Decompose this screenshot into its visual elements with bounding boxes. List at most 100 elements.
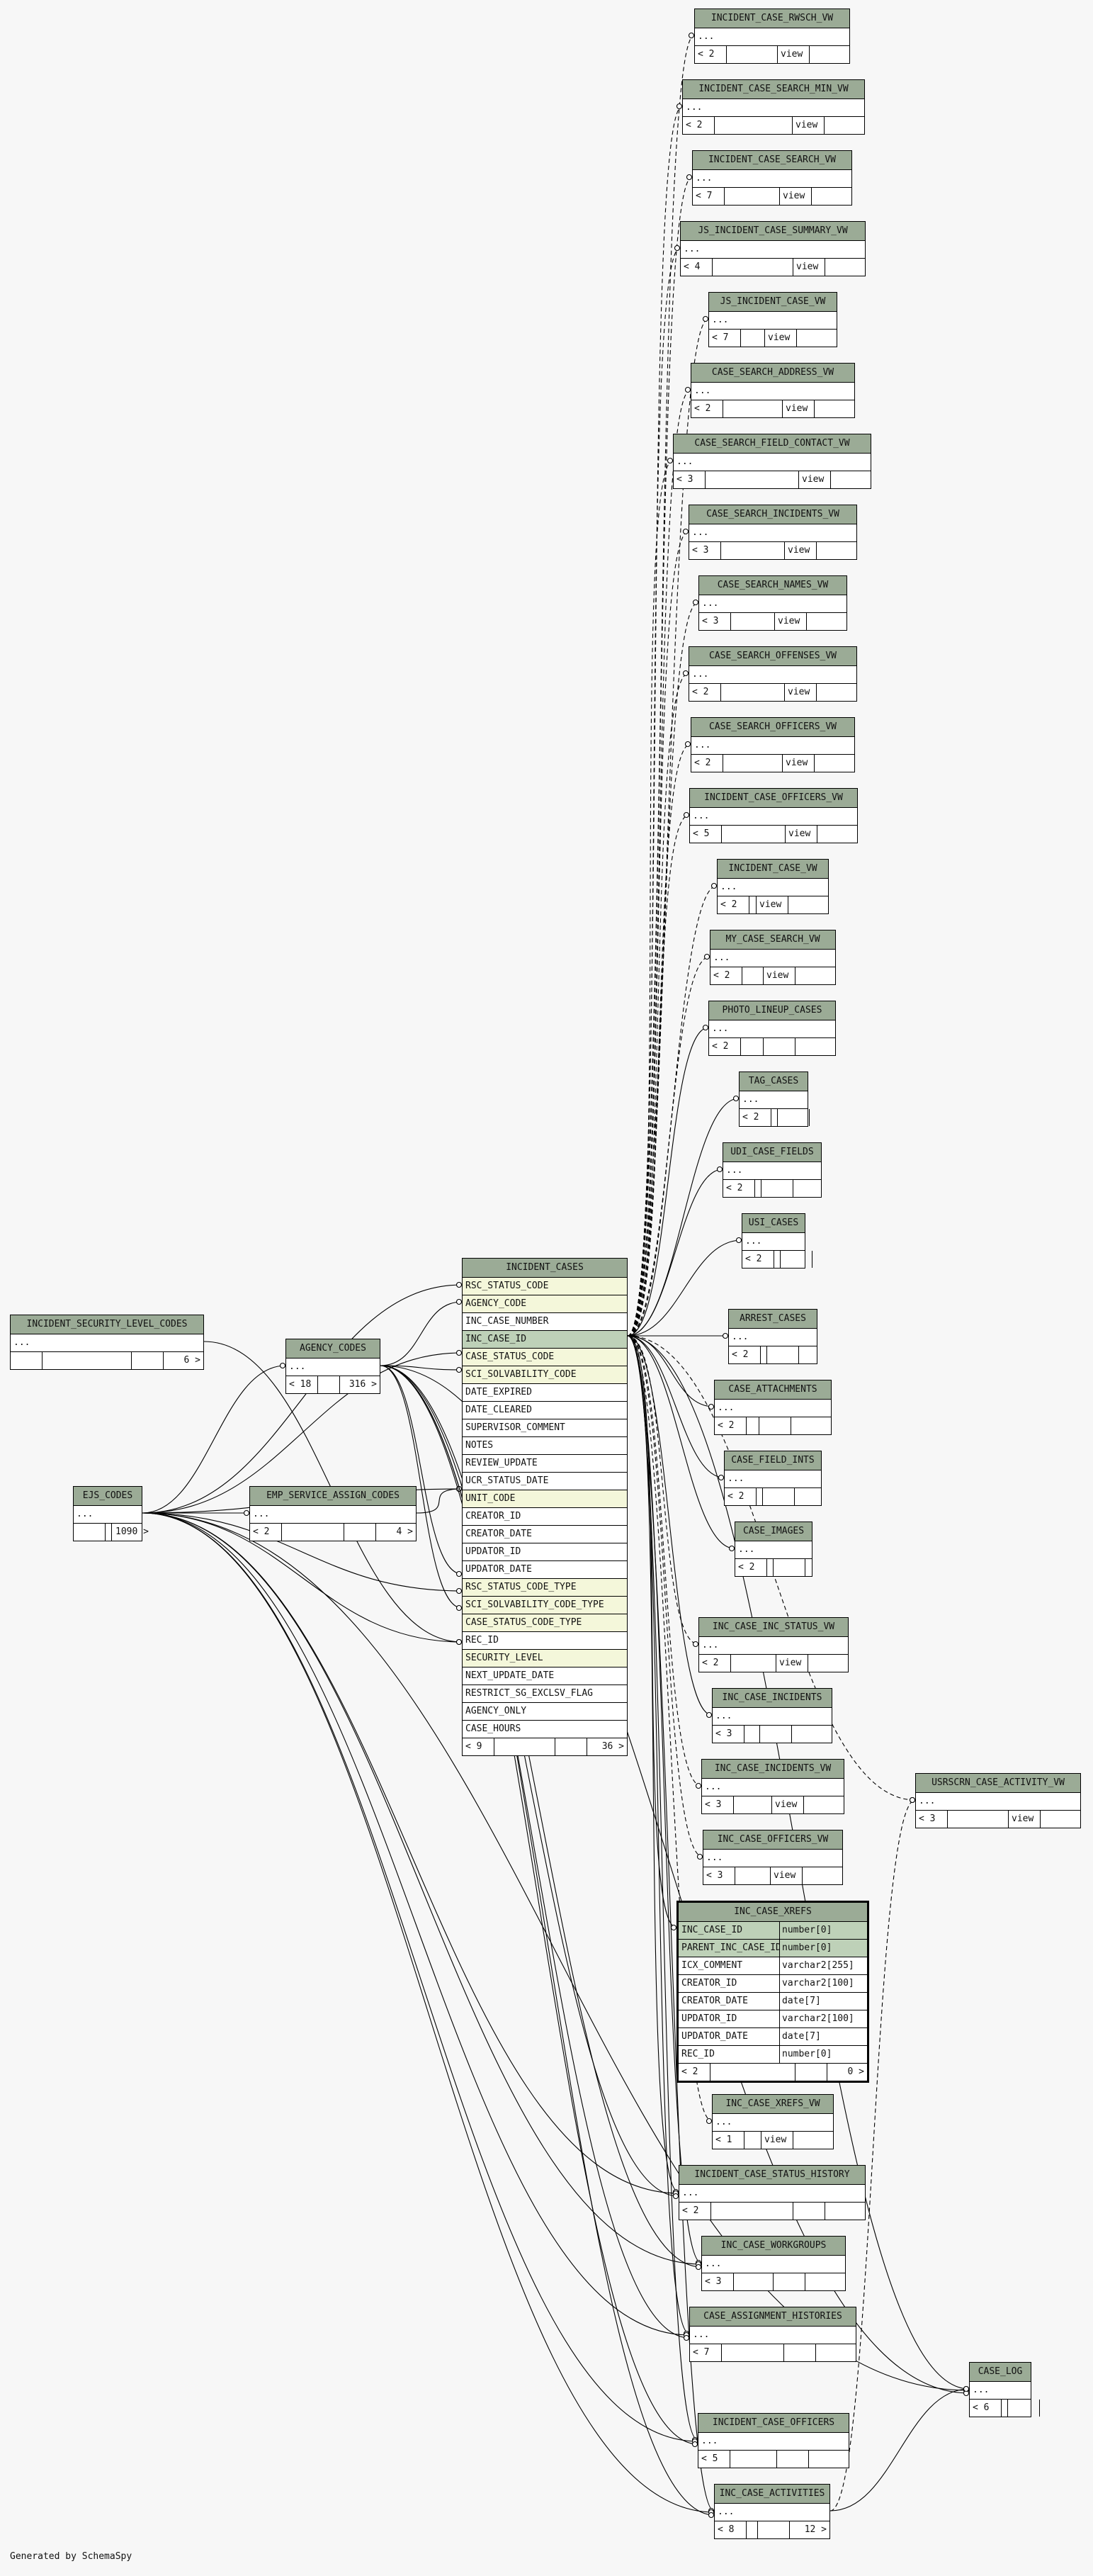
crowfoot-marker xyxy=(683,811,690,819)
table-title[interactable]: JS_INCIDENT_CASE_VW xyxy=(709,293,837,312)
table-title[interactable]: PHOTO_LINEUP_CASES xyxy=(709,1001,835,1020)
table-title[interactable]: INC_CASE_ACTIVITIES xyxy=(715,2485,829,2504)
table-title[interactable]: INC_CASE_OFFICERS_VW xyxy=(703,1830,842,1850)
footer-cell: < 5 xyxy=(698,2451,730,2468)
table-title[interactable]: INC_CASE_INCIDENTS xyxy=(713,1689,832,1708)
table-incident-case-officers[interactable]: INCIDENT_CASE_OFFICERS...< 5 xyxy=(698,2413,849,2468)
table-title[interactable]: INCIDENT_CASE_OFFICERS xyxy=(698,2414,849,2433)
table-photo-lineup-cases[interactable]: PHOTO_LINEUP_CASES...< 2 xyxy=(708,1001,836,1056)
table-title[interactable]: INC_CASE_INC_STATUS_VW xyxy=(699,1618,848,1637)
footer-cell xyxy=(817,684,856,701)
table-title[interactable]: MY_CASE_SEARCH_VW xyxy=(710,930,835,950)
table-title[interactable]: CASE_SEARCH_INCIDENTS_VW xyxy=(689,505,856,524)
view-dependency-line xyxy=(627,743,691,1337)
foreign-key-line xyxy=(142,1512,715,2513)
table-title[interactable]: TAG_CASES xyxy=(740,1072,808,1091)
table-title[interactable]: INCIDENT_CASES xyxy=(463,1259,627,1278)
table-title[interactable]: EJS_CODES xyxy=(74,1487,142,1506)
table-title[interactable]: UDI_CASE_FIELDS xyxy=(723,1143,821,1162)
footer-cell: < 2 xyxy=(740,1109,771,1126)
footer-cell xyxy=(767,1559,774,1576)
footer-cell xyxy=(747,1417,759,1434)
table-title[interactable]: USI_CASES xyxy=(742,1214,805,1233)
table-case-log[interactable]: CASE_LOG...< 6 xyxy=(969,2362,1040,2417)
table-title[interactable]: CASE_FIELD_INTS xyxy=(725,1451,821,1470)
table-incident-security-level-codes[interactable]: INCIDENT_SECURITY_LEVEL_CODES...6 > xyxy=(10,1315,204,1370)
table-title[interactable]: INCIDENT_CASE_SEARCH_VW xyxy=(693,151,851,170)
table-title[interactable]: CASE_SEARCH_FIELD_CONTACT_VW xyxy=(674,434,871,454)
table-title[interactable]: INCIDENT_CASE_SEARCH_MIN_VW xyxy=(683,80,864,99)
table-title[interactable]: INCIDENT_CASE_OFFICERS_VW xyxy=(690,789,857,808)
table-title[interactable]: AGENCY_CODES xyxy=(286,1339,380,1359)
table-title[interactable]: INCIDENT_SECURITY_LEVEL_CODES xyxy=(11,1315,203,1334)
footer-cell xyxy=(106,1524,112,1541)
table-inc-case-incidents[interactable]: INC_CASE_INCIDENTS...< 3 xyxy=(712,1688,832,1743)
table-title[interactable]: CASE_SEARCH_OFFICERS_VW xyxy=(691,718,854,737)
table-title[interactable]: CASE_SEARCH_ADDRESS_VW xyxy=(691,364,854,383)
table-title[interactable]: CASE_LOG xyxy=(970,2363,1031,2382)
table-title[interactable]: INC_CASE_XREFS xyxy=(679,1903,867,1922)
table-arrest-cases[interactable]: ARREST_CASES...< 2 xyxy=(728,1309,817,1364)
table-title[interactable]: CASE_SEARCH_NAMES_VW xyxy=(699,576,846,595)
footer-cell: view xyxy=(772,1796,804,1813)
table-title[interactable]: INC_CASE_WORKGROUPS xyxy=(702,2237,845,2256)
table-title[interactable]: INC_CASE_INCIDENTS_VW xyxy=(702,1760,844,1779)
column-row: CASE_STATUS_CODE xyxy=(463,1349,627,1366)
view-dependency-line xyxy=(627,1335,699,1645)
table-title[interactable]: CASE_SEARCH_OFFENSES_VW xyxy=(689,647,856,666)
table-udi-case-fields[interactable]: UDI_CASE_FIELDS...< 2 xyxy=(723,1142,822,1198)
table-inc-case-workgroups[interactable]: INC_CASE_WORKGROUPS...< 3 xyxy=(701,2236,846,2291)
table-title[interactable]: INCIDENT_CASE_VW xyxy=(718,860,828,879)
table-title[interactable]: CASE_ASSIGNMENT_HISTORIES xyxy=(690,2307,856,2327)
table-title[interactable]: EMP_SERVICE_ASSIGN_CODES xyxy=(250,1487,416,1506)
table-case-attachments[interactable]: CASE_ATTACHMENTS...< 2 xyxy=(714,1380,832,1435)
foreign-key-line xyxy=(627,1335,735,1549)
table-case-assignment-histories[interactable]: CASE_ASSIGNMENT_HISTORIES...< 7 xyxy=(689,2307,856,2362)
table-title[interactable]: ARREST_CASES xyxy=(729,1310,817,1329)
table-title[interactable]: INCIDENT_CASE_STATUS_HISTORY xyxy=(679,2166,865,2185)
footer-cell xyxy=(555,1738,587,1755)
table-case-images[interactable]: CASE_IMAGES...< 2 xyxy=(735,1522,812,1577)
footer-cell: view xyxy=(771,1867,803,1884)
table-title[interactable]: CASE_ATTACHMENTS xyxy=(715,1380,831,1400)
footer-cell xyxy=(793,2132,833,2149)
table-case-field-ints[interactable]: CASE_FIELD_INTS...< 2 xyxy=(724,1451,822,1506)
table-title[interactable]: USRSCRN_CASE_ACTIVITY_VW xyxy=(916,1774,1080,1793)
elided-columns: ... xyxy=(723,1162,821,1180)
table-ejs-codes[interactable]: EJS_CODES...1090 > xyxy=(73,1486,149,1541)
table-incident-case-status-history[interactable]: INCIDENT_CASE_STATUS_HISTORY...< 2 xyxy=(679,2165,866,2220)
table-usi-cases[interactable]: USI_CASES...< 2 xyxy=(742,1213,812,1269)
table-title[interactable]: CASE_IMAGES xyxy=(735,1522,812,1541)
table-title[interactable]: JS_INCIDENT_CASE_SUMMARY_VW xyxy=(681,222,865,241)
table-tag-cases[interactable]: TAG_CASES...< 2 xyxy=(739,1072,810,1127)
table-title[interactable]: INC_CASE_XREFS_VW xyxy=(713,2095,833,2114)
footer-cell: < 2 xyxy=(710,967,742,984)
table-title[interactable]: INCIDENT_CASE_RWSCH_VW xyxy=(695,9,849,28)
